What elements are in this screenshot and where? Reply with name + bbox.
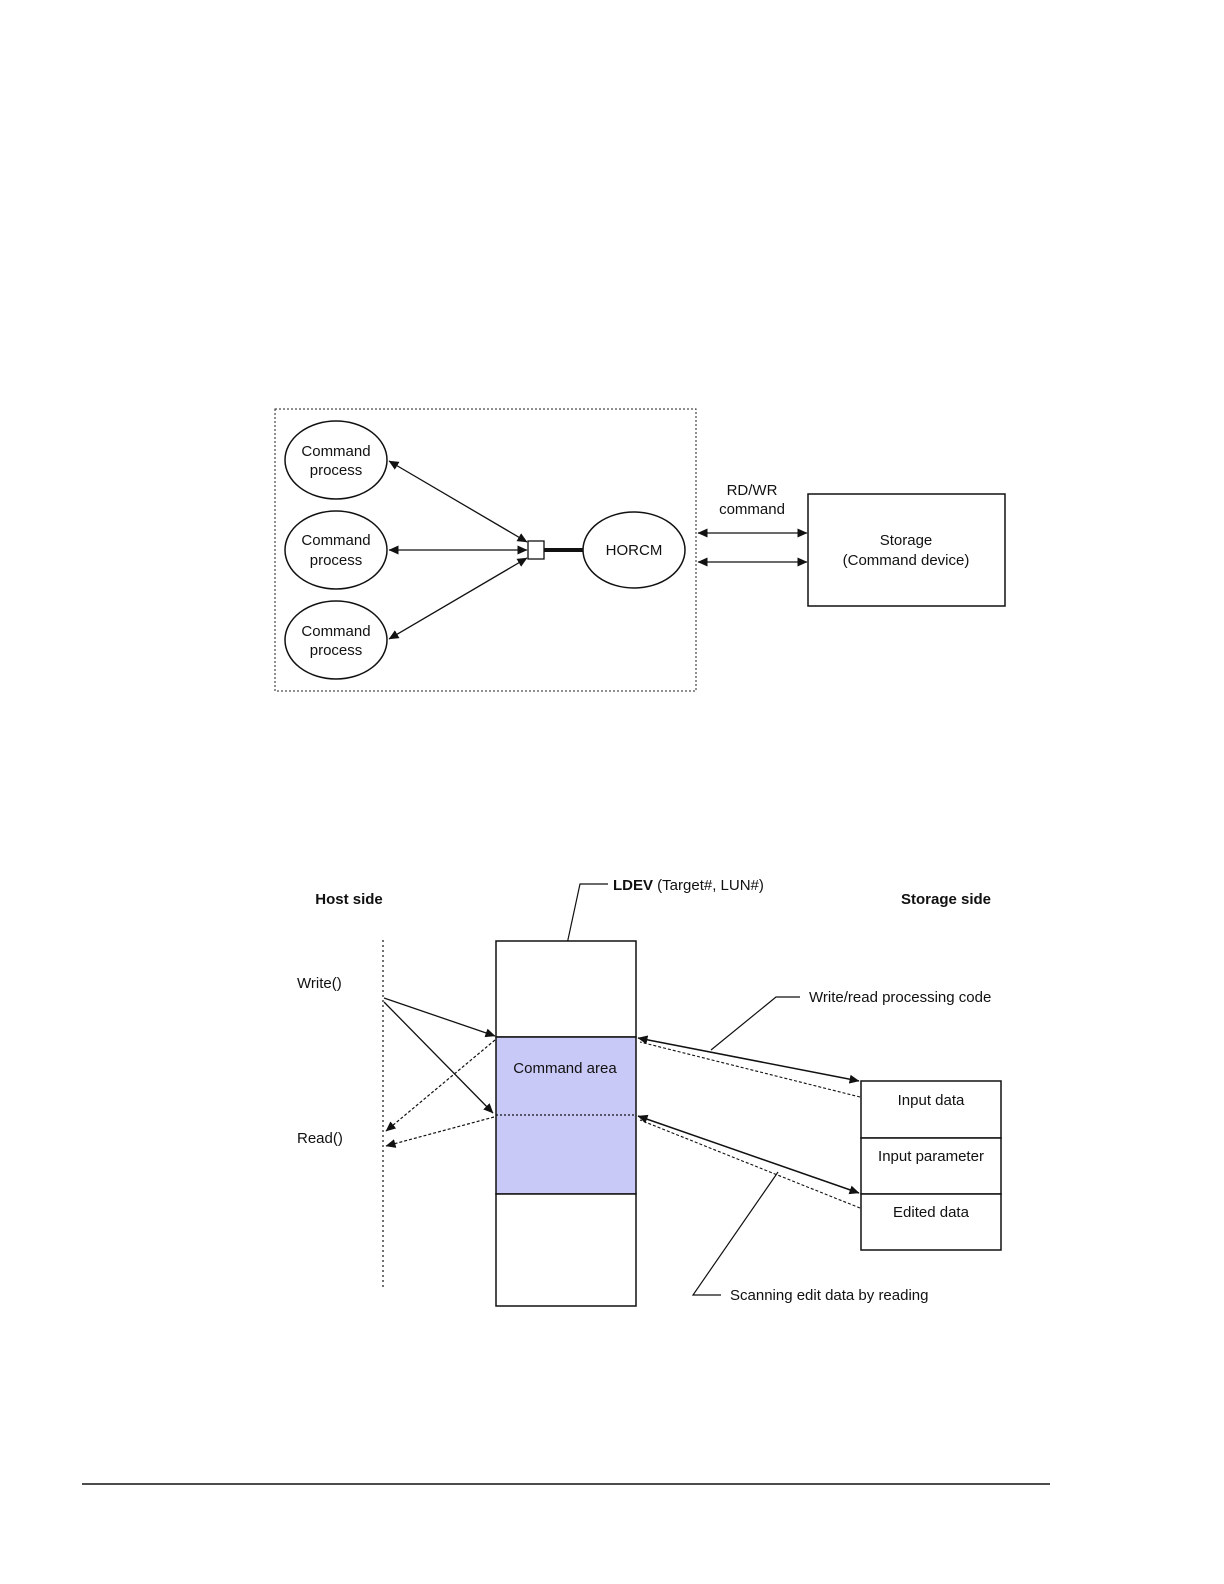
edited-data-arrow <box>638 1116 859 1193</box>
command-process-1-line1: Command <box>301 443 370 460</box>
horcm-diagram: Command process Command process Command … <box>275 409 1005 691</box>
ldev-label-rest: (Target#, LUN#) <box>653 877 764 894</box>
write-arrow-1 <box>384 998 495 1036</box>
storage-label-line1: Storage <box>880 532 933 549</box>
input-data-label: Input data <box>898 1092 965 1109</box>
storage-label-line2: (Command device) <box>843 552 970 569</box>
ldev-label: LDEV (Target#, LUN#) <box>613 877 764 894</box>
command-process-3: Command process <box>285 601 387 679</box>
horcm-label: HORCM <box>606 542 663 559</box>
edited-data-return <box>640 1120 860 1208</box>
input-parameter-label: Input parameter <box>878 1148 984 1165</box>
read-label: Read() <box>297 1130 343 1147</box>
storage-side-label: Storage side <box>901 891 991 908</box>
input-data-return <box>640 1042 860 1097</box>
ldev-bottom-segment <box>496 1194 636 1306</box>
arrow-process3-junction <box>389 558 527 639</box>
command-process-2-line2: process <box>310 552 363 569</box>
host-side-label: Host side <box>315 891 383 908</box>
wr-processing-label: Write/read processing code <box>809 989 991 1006</box>
rdwr-label-line2: command <box>719 501 785 518</box>
ldev-label-bold: LDEV <box>613 877 653 894</box>
command-process-3-line1: Command <box>301 623 370 640</box>
command-process-2-line1: Command <box>301 532 370 549</box>
input-data-arrow <box>638 1038 859 1081</box>
junction-port <box>528 541 544 559</box>
input-data-box <box>861 1081 1001 1138</box>
scanning-label: Scanning edit data by reading <box>730 1287 928 1304</box>
command-process-3-line2: process <box>310 642 363 659</box>
read-arrow-2 <box>386 1117 494 1146</box>
read-arrow-1 <box>386 1040 495 1131</box>
write-arrow-2 <box>384 1002 493 1113</box>
wr-processing-callout <box>711 997 800 1050</box>
arrow-process1-junction <box>389 461 527 542</box>
scanning-callout <box>693 1172 778 1295</box>
rdwr-label-line1: RD/WR <box>727 482 778 499</box>
command-process-1: Command process <box>285 421 387 499</box>
storage-data-stack: Input data Input parameter Edited data <box>861 1081 1001 1250</box>
command-area-label: Command area <box>513 1060 617 1077</box>
edited-data-label: Edited data <box>893 1204 970 1221</box>
edited-data-box <box>861 1194 1001 1250</box>
input-parameter-box <box>861 1138 1001 1194</box>
command-process-2: Command process <box>285 511 387 589</box>
command-device-diagram: Host side Storage side LDEV (Target#, LU… <box>297 877 1001 1306</box>
write-label: Write() <box>297 975 342 992</box>
command-process-1-line2: process <box>310 462 363 479</box>
ldev-top-segment <box>496 941 636 1037</box>
horcm-node: HORCM <box>583 512 685 588</box>
storage-box: Storage (Command device) <box>808 494 1005 606</box>
